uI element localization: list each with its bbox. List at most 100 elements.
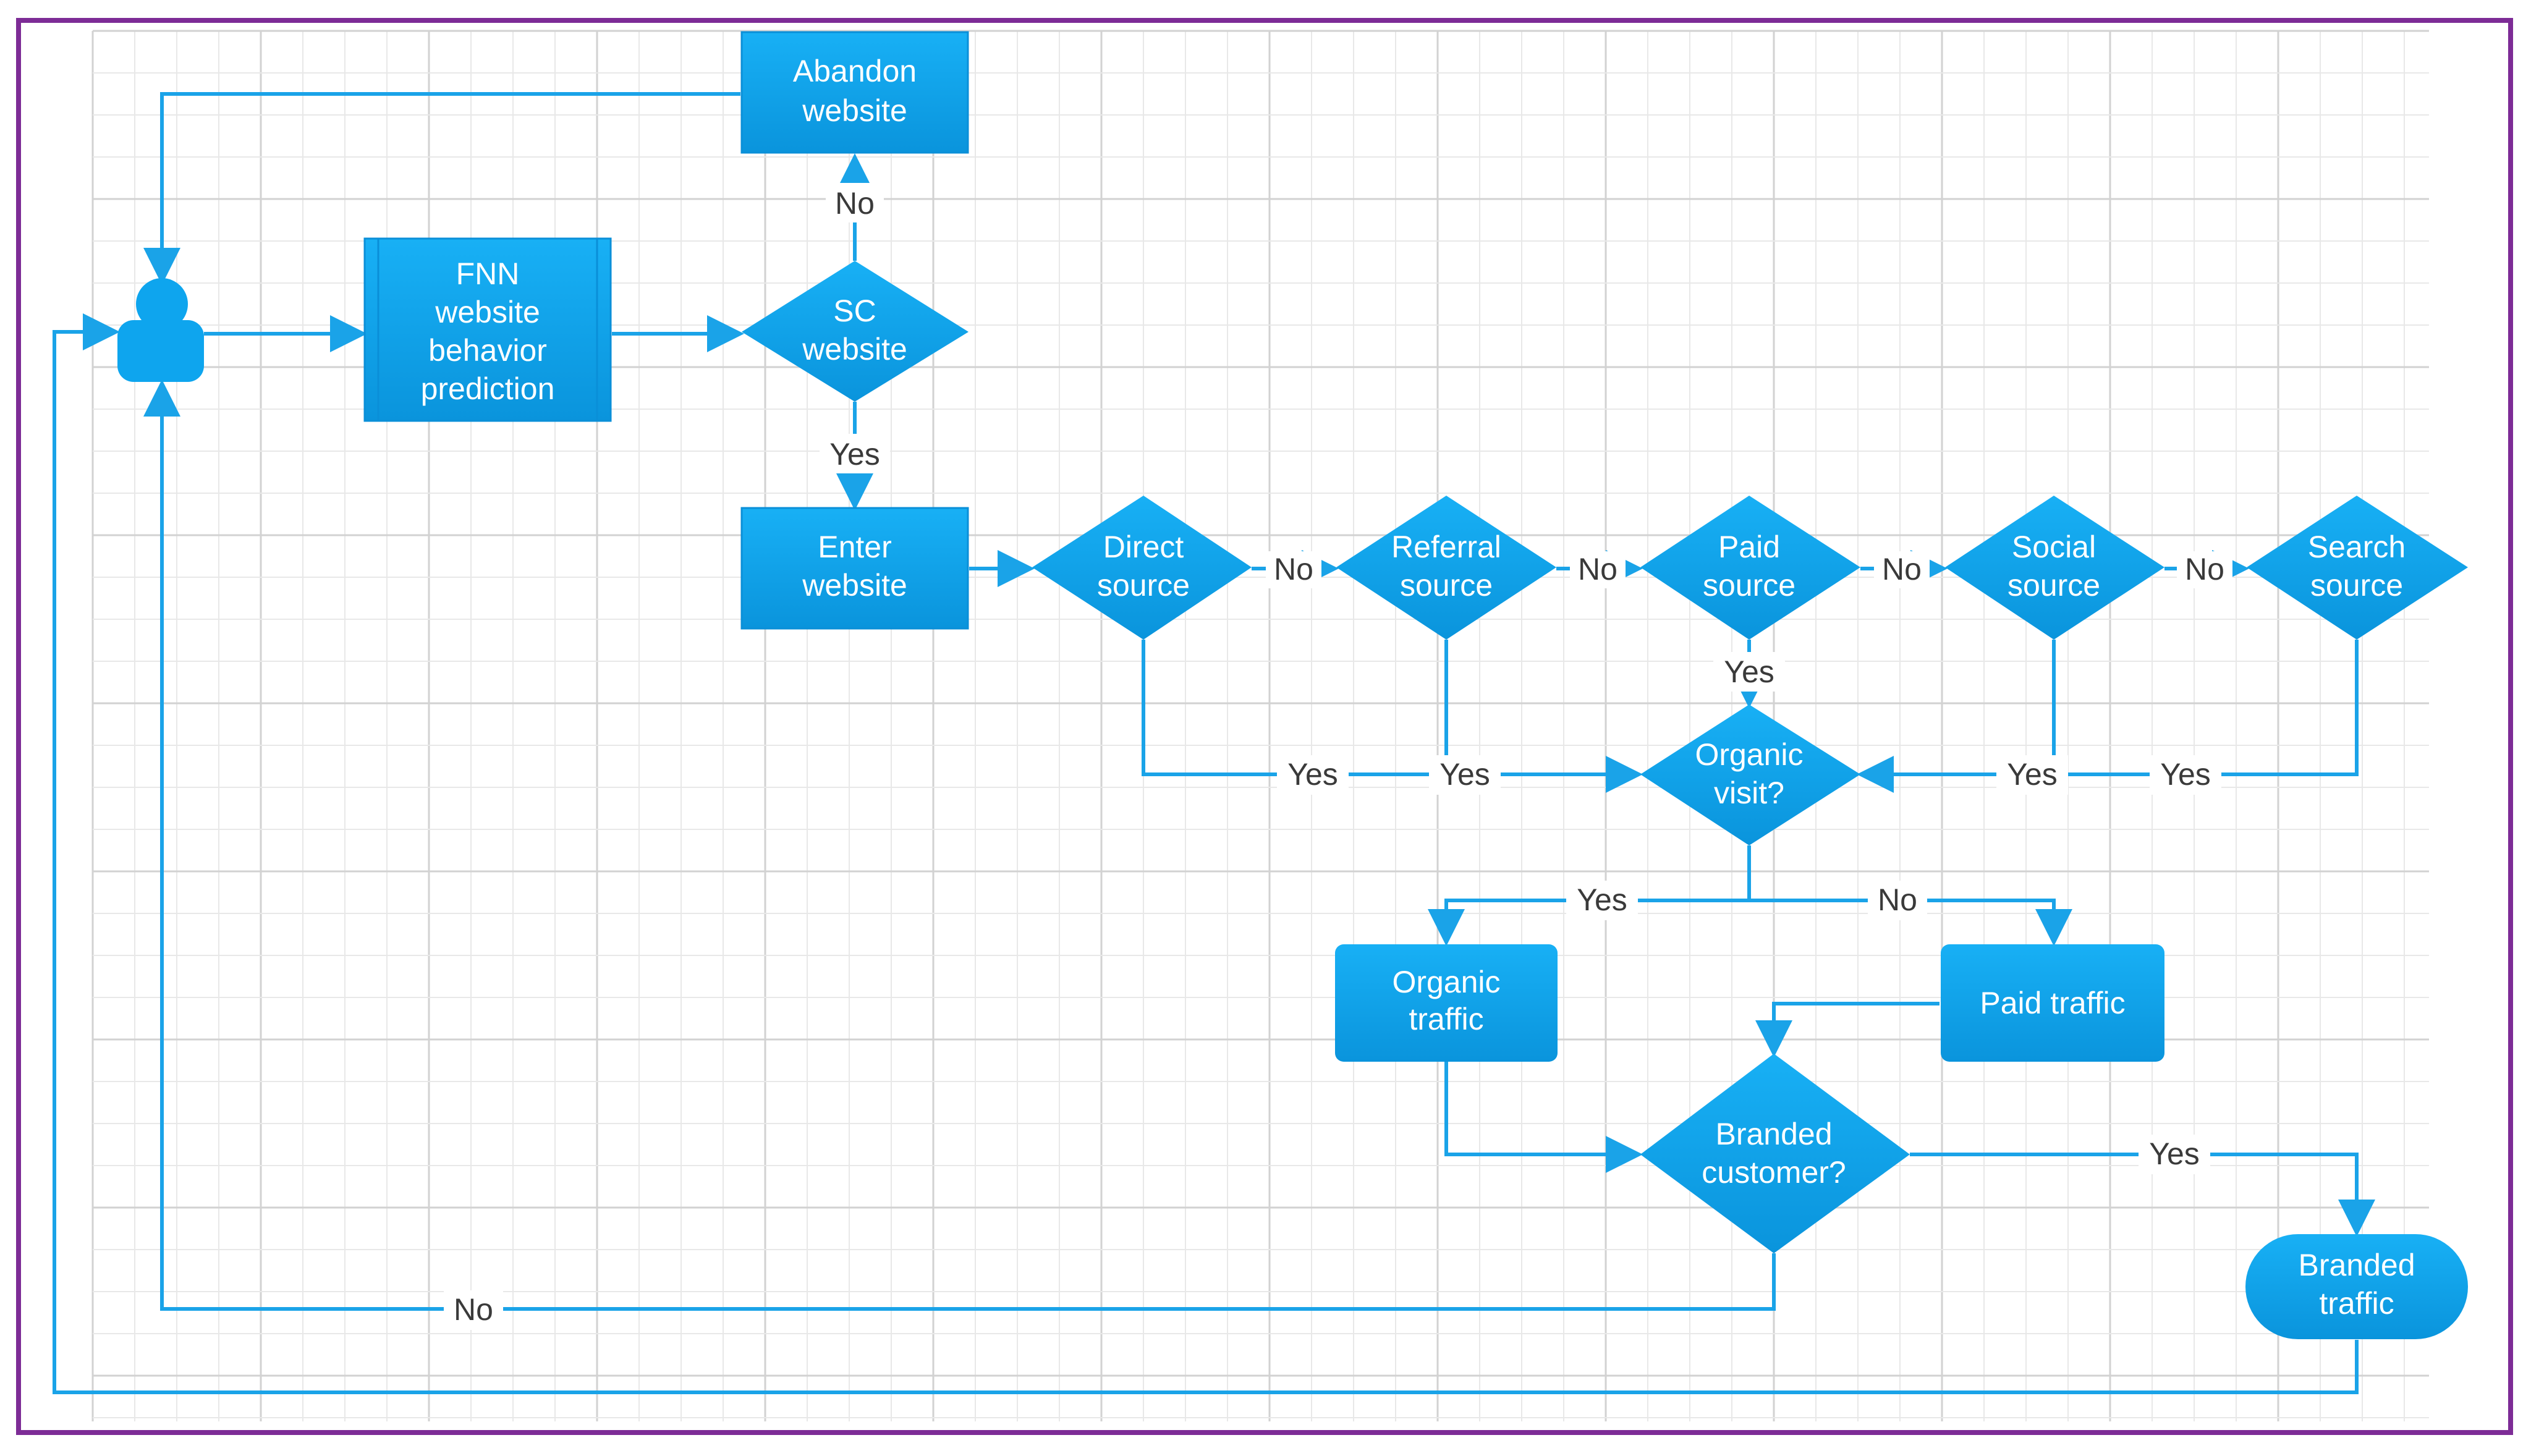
edge-label-search-yes: Yes bbox=[2160, 757, 2211, 792]
node-label: Branded bbox=[2298, 1248, 2415, 1282]
edge-label-bg bbox=[1570, 551, 1626, 588]
node-label: Abandon bbox=[793, 54, 917, 88]
edge-label-bg bbox=[1868, 881, 1927, 920]
node-shape bbox=[1941, 944, 2164, 1062]
edge-label-bg bbox=[1429, 755, 1501, 795]
node-paid-source: Paid source bbox=[1640, 496, 1860, 640]
node-organic-visit: Organic visit? bbox=[1640, 705, 1860, 845]
node-label: Social bbox=[2012, 530, 2096, 564]
edge-label-bg bbox=[1996, 755, 2068, 795]
node-shape bbox=[742, 261, 969, 402]
node-shape bbox=[740, 31, 969, 154]
node-label: Search bbox=[2308, 530, 2406, 564]
node-shape bbox=[1945, 496, 2164, 640]
node-shape bbox=[1336, 496, 1556, 640]
node-organic-traffic: Organic traffic bbox=[1335, 944, 1558, 1062]
node-label: website bbox=[802, 332, 907, 366]
edge-label-bg bbox=[1874, 551, 1930, 588]
node-search-source: Search source bbox=[2247, 496, 2468, 640]
edge-organic-visit-to-paid-traffic bbox=[1749, 899, 2072, 946]
node-label: traffic bbox=[1409, 1002, 1483, 1036]
node-label: source bbox=[2310, 568, 2403, 603]
user-icon-head bbox=[136, 278, 188, 330]
edge-label-bg bbox=[1266, 551, 1321, 588]
edge-label-organic-yes: Yes bbox=[1577, 882, 1627, 917]
node-label: source bbox=[1703, 568, 1795, 603]
node-label: Paid bbox=[1718, 530, 1780, 564]
edge-abandon-to-user bbox=[143, 92, 740, 285]
node-label: Enter bbox=[818, 530, 892, 564]
edge-label-bg bbox=[444, 1290, 503, 1330]
edge-branded-traffic-to-user bbox=[53, 313, 2359, 1394]
edge-organic-traffic-to-branded-customer bbox=[1444, 1062, 1643, 1173]
node-shape bbox=[740, 507, 969, 630]
node-shape bbox=[1032, 496, 1252, 640]
node-shape bbox=[1640, 705, 1860, 845]
node-label: customer? bbox=[1702, 1155, 1846, 1190]
edge-label-social-yes: Yes bbox=[2007, 757, 2058, 792]
edge-label-branded-yes: Yes bbox=[2149, 1136, 2200, 1171]
node-shape bbox=[1335, 944, 1558, 1062]
edge-label-sc-yes: Yes bbox=[829, 437, 880, 472]
node-label: behavior bbox=[428, 333, 547, 368]
node-label: source bbox=[1097, 568, 1190, 603]
edge-label-bg bbox=[1277, 755, 1349, 795]
node-label: SC bbox=[833, 294, 876, 328]
edge-labels: No Yes No No No No Yes Yes Yes Yes Yes Y… bbox=[444, 183, 2232, 1330]
node-referral-source: Referral source bbox=[1336, 496, 1556, 640]
edge-label-paid-yes: Yes bbox=[1724, 654, 1774, 689]
node-label: FNN bbox=[456, 256, 520, 291]
node-shape bbox=[1640, 496, 1860, 640]
node-social-source: Social source bbox=[1945, 496, 2164, 640]
edge-label-organic-no: No bbox=[1878, 882, 1917, 917]
diagram-frame bbox=[16, 18, 2513, 1435]
edge-organic-visit-to-organic-traffic bbox=[1428, 899, 1749, 946]
node-shape bbox=[2247, 496, 2468, 640]
node-label: traffic bbox=[2319, 1286, 2394, 1321]
node-label: website bbox=[435, 295, 540, 329]
edge-label-branded-no: No bbox=[454, 1292, 493, 1327]
edge-label-bg bbox=[2139, 1135, 2210, 1174]
node-direct-source: Direct source bbox=[1032, 496, 1252, 640]
node-enter-website: Enter website bbox=[740, 507, 969, 630]
edge-label-bg bbox=[2150, 755, 2221, 795]
user-icon-body bbox=[117, 320, 204, 382]
edge-label-sc-no: No bbox=[835, 186, 875, 221]
node-label: source bbox=[2007, 568, 2100, 603]
edge-paid-traffic-to-branded-customer bbox=[1755, 1002, 1940, 1057]
node-label: Direct bbox=[1103, 530, 1184, 564]
node-shape bbox=[2245, 1234, 2468, 1339]
edge-label-bg bbox=[1713, 652, 1785, 692]
edge-label-referral-no: No bbox=[1578, 552, 1617, 586]
node-branded-traffic: Branded traffic bbox=[2245, 1234, 2468, 1339]
edge-label-bg bbox=[2177, 551, 2232, 588]
edge-label-direct-yes: Yes bbox=[1287, 757, 1338, 792]
node-label: website bbox=[802, 93, 907, 128]
edge-branded-customer-to-branded-traffic bbox=[1910, 1153, 2375, 1237]
node-sc-website: SC website bbox=[742, 261, 969, 402]
edge-label-bg bbox=[1566, 881, 1638, 920]
node-branded-customer: Branded customer? bbox=[1640, 1054, 1910, 1253]
edge-label-paid-no: No bbox=[1882, 552, 1922, 586]
node-label: Branded bbox=[1715, 1117, 1832, 1151]
node-label: website bbox=[802, 568, 907, 603]
user-icon bbox=[117, 278, 204, 382]
node-label: Paid traffic bbox=[1980, 986, 2125, 1020]
edge-label-bg bbox=[820, 434, 890, 473]
node-abandon-website: Abandon website bbox=[740, 31, 969, 154]
node-shape bbox=[363, 237, 612, 422]
node-label: source bbox=[1400, 568, 1493, 603]
edge-label-direct-no: No bbox=[1274, 552, 1313, 586]
edge-label-social-no: No bbox=[2185, 552, 2224, 586]
node-shape bbox=[1640, 1054, 1910, 1253]
node-label: prediction bbox=[421, 371, 555, 406]
node-label: Referral bbox=[1391, 530, 1501, 564]
node-paid-traffic: Paid traffic bbox=[1941, 944, 2164, 1062]
edge-label-bg bbox=[826, 183, 884, 222]
edge-branded-customer-to-user bbox=[143, 379, 1776, 1311]
node-fnn-prediction: FNN website behavior prediction bbox=[363, 237, 612, 422]
edge-label-referral-yes: Yes bbox=[1439, 757, 1490, 792]
